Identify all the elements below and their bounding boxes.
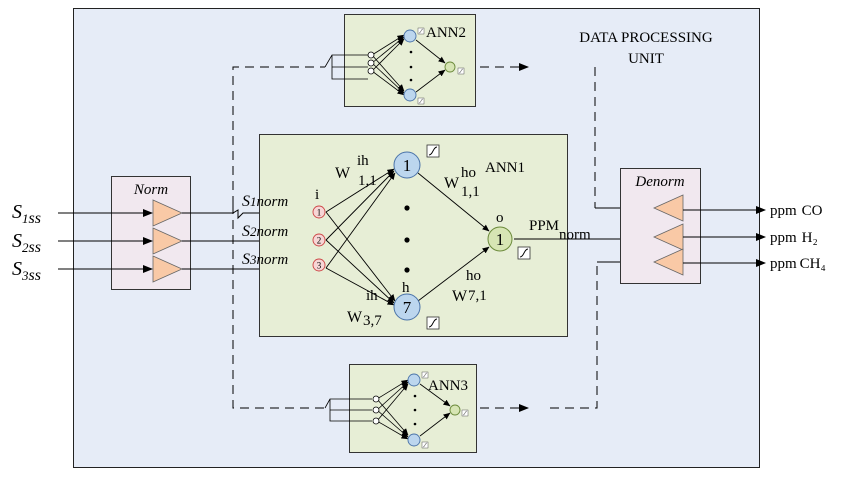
ann3-block: ANN3	[324, 364, 477, 453]
input-label-3: S3ss	[12, 258, 41, 284]
weight-ho-top-sub: 1,1	[461, 184, 480, 200]
weight-ho-bottom-sup: ho	[466, 268, 481, 284]
ann2-title: ANN2	[426, 25, 466, 41]
weight-ho-top: W	[444, 175, 460, 192]
unit-title-line1: DATA PROCESSING	[579, 30, 713, 46]
weight-ih-bottom-sub: 3,7	[363, 313, 382, 329]
svg-text:2: 2	[317, 236, 322, 246]
weight-ho-top-sup: ho	[461, 165, 476, 181]
weight-ih-bottom: W	[347, 309, 363, 326]
ann1-output-node: 1	[487, 226, 513, 252]
sigmoid-icon-output	[517, 246, 531, 260]
ann1-input-node-1: 1	[312, 205, 326, 219]
ann1-layer-i: i	[315, 187, 319, 203]
input-label-2: S2ss	[12, 230, 41, 256]
svg-text:1: 1	[317, 208, 322, 218]
norm-signal-3: S3norm	[242, 251, 288, 268]
ann1-connections	[325, 168, 490, 306]
hidden-ellipsis-dots	[404, 205, 410, 273]
norm-signal-2: S2norm	[242, 223, 288, 240]
svg-text:1: 1	[403, 156, 412, 175]
weight-ho-bottom-sub: 7,1	[468, 288, 487, 304]
ann3-title: ANN3	[428, 378, 468, 394]
dashed-links	[232, 66, 598, 409]
sigmoid-icon-hidden-bottom	[426, 316, 440, 330]
weight-ih-bottom-sup: ih	[366, 288, 378, 304]
denorm-triangles	[653, 194, 684, 276]
svg-text:1: 1	[496, 230, 505, 249]
ann1-input-node-3: 3	[312, 258, 326, 272]
input-arrows	[58, 209, 153, 273]
ann1-hidden-node-top: 1	[393, 151, 421, 179]
sigmoid-icon-hidden-top	[426, 144, 440, 158]
ann1-hidden-node-bottom: 7	[393, 293, 421, 321]
ann1-layer-h: h	[402, 280, 410, 296]
weight-ho-bottom: W	[452, 288, 468, 305]
weight-ih-top-sub: 1,1	[358, 173, 377, 189]
weight-ih-top: W	[335, 165, 351, 182]
ann2-block: ANN2	[324, 14, 476, 107]
svg-text:7: 7	[403, 298, 412, 317]
denorm-label: Denorm	[634, 174, 684, 190]
ppm-norm-label: PPMnorm	[529, 218, 591, 243]
input-label-1: S1ss	[12, 201, 41, 227]
norm-label: Norm	[133, 182, 168, 198]
ann1-layer-o: o	[496, 210, 504, 226]
norm-signal-1: S1norm	[242, 193, 288, 210]
weight-ih-top-sup: ih	[357, 153, 369, 169]
unit-title-line2: UNIT	[628, 51, 664, 67]
output-arrows	[683, 206, 766, 267]
ann1-title: ANN1	[485, 160, 525, 176]
norm-triangles	[152, 199, 183, 283]
ann1-input-node-2: 2	[312, 233, 326, 247]
svg-text:3: 3	[317, 261, 322, 271]
